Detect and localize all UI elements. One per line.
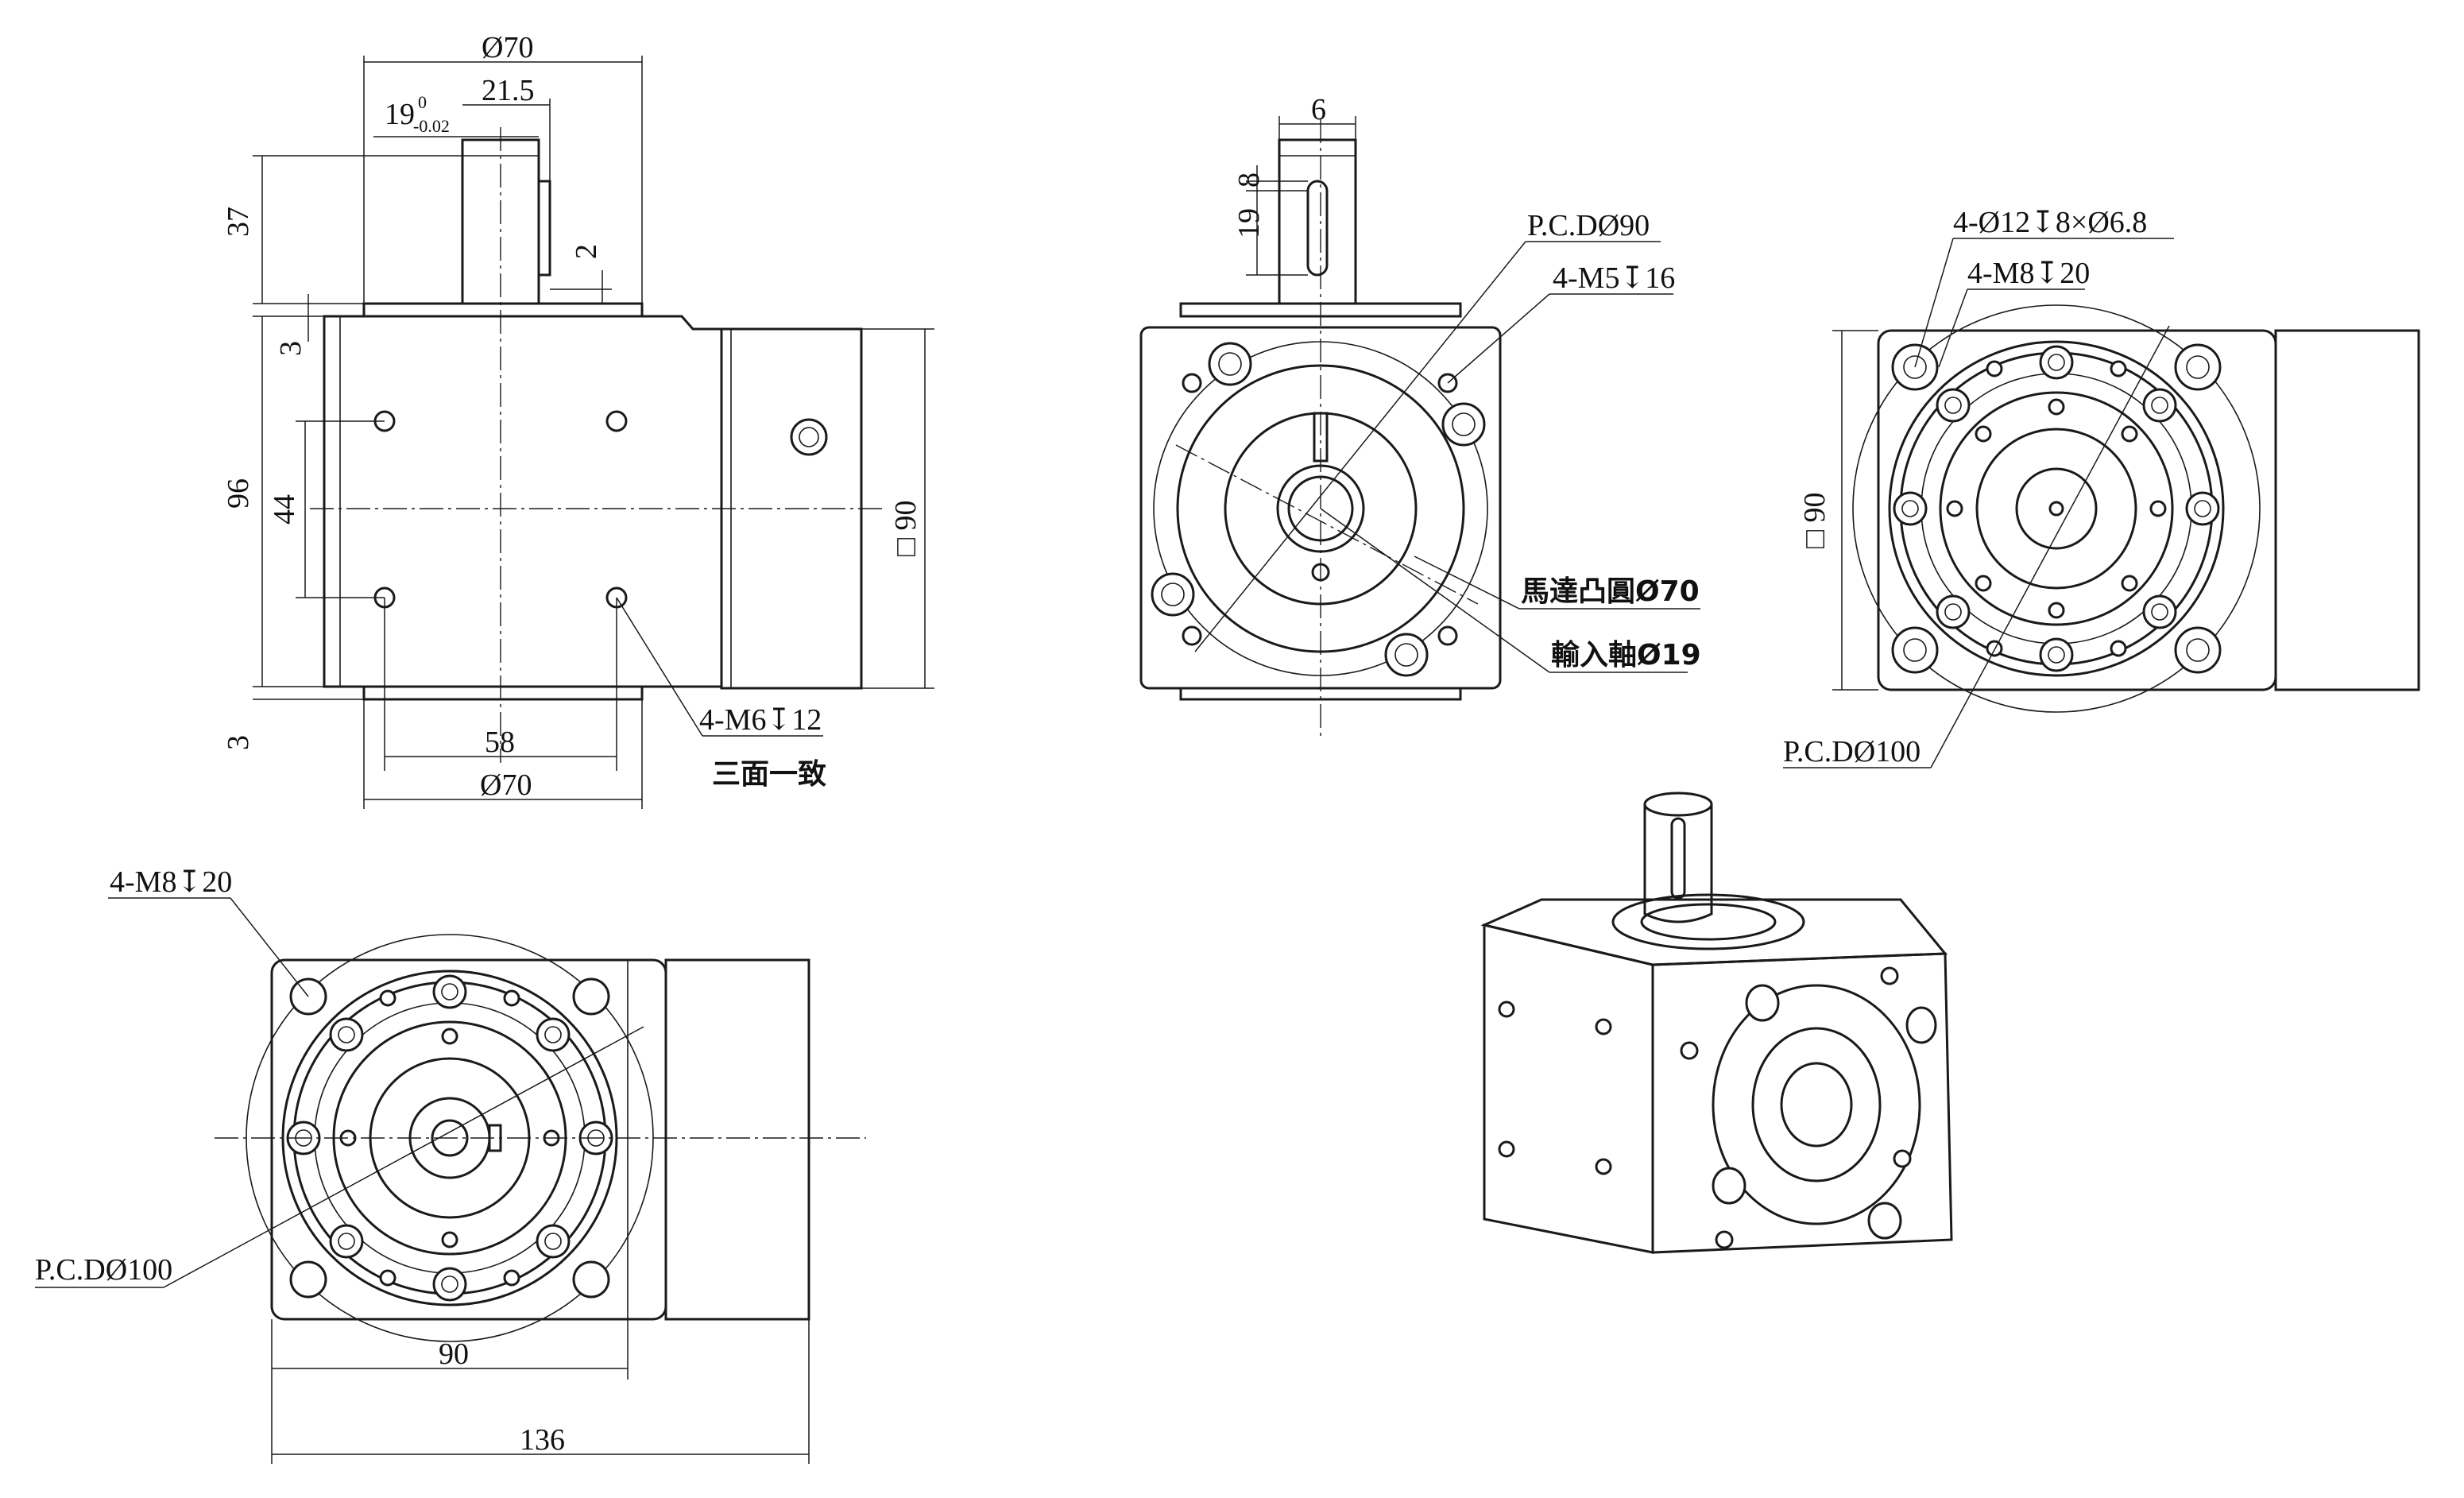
note-pcd100-bottom: P.C.DØ100 <box>35 1253 172 1287</box>
front-plug <box>1151 572 1195 617</box>
iso-top-face <box>1480 898 1948 966</box>
front-plug <box>1441 402 1486 447</box>
dim-19: 19 <box>385 98 415 131</box>
bottom-corner-hole <box>289 1260 327 1299</box>
front-m5-hole <box>1182 625 1202 646</box>
note-m6-holes: 4-M6↧12 <box>699 703 822 737</box>
right-view: 4-Ø12↧8×Ø6.8 4-M8↧20 □ 90 P.C.DØ100 <box>1783 206 2420 768</box>
side-bottom-flange <box>362 685 644 701</box>
right-motor-adapter <box>2274 329 2420 691</box>
front-plug <box>1384 633 1429 677</box>
note-m8-right: 4-M8↧20 <box>1967 257 2090 290</box>
side-top-flange <box>362 302 644 318</box>
front-m5-hole <box>1437 625 1458 646</box>
dim-dia70-top: Ø70 <box>482 31 533 64</box>
right-outer-arc <box>1852 304 2261 713</box>
side-view: Ø70 21.5 19 0 -0.02 37 2 3 96 44 3 58 Ø7… <box>222 31 934 809</box>
front-m5-hole <box>1182 373 1202 393</box>
side-main-body <box>323 315 723 688</box>
dim-37: 37 <box>222 207 255 237</box>
dim-136: 136 <box>520 1423 565 1457</box>
dim-2: 2 <box>570 244 603 259</box>
note-three-faces: 三面一致 <box>712 758 826 791</box>
note-pcd90: P.C.DØ90 <box>1527 209 1650 242</box>
dim-90-bottom: 90 <box>439 1337 469 1371</box>
isometric-view <box>1480 792 1953 1254</box>
dim-dia70-bottom: Ø70 <box>480 768 532 802</box>
right-center-bore <box>2015 467 2098 550</box>
dim-96: 96 <box>222 478 255 509</box>
bottom-corner-hole <box>572 1260 610 1299</box>
note-m8-bottom: 4-M8↧20 <box>110 865 232 899</box>
dim-19-tol-upper: 0 <box>418 92 427 112</box>
bottom-corner-hole <box>572 977 610 1016</box>
dim-square-90-right: □ 90 <box>1798 493 1832 548</box>
bottom-motor-adapter <box>664 958 810 1321</box>
dim-21-5: 21.5 <box>482 74 535 107</box>
front-shaft <box>1278 138 1357 305</box>
note-counterbore: 4-Ø12↧8×Ø6.8 <box>1953 206 2147 239</box>
dim-19-front: 19 <box>1232 208 1266 238</box>
iso-shaft <box>1643 804 1713 923</box>
dim-3-bottom: 3 <box>222 735 255 750</box>
front-view: 6 8 19 P.C.DØ90 4-M5↧16 馬達凸圓Ø70 輸入軸Ø19 <box>1139 93 1701 739</box>
right-corner-hole <box>2174 343 2222 391</box>
front-keyway <box>1306 180 1329 277</box>
side-hole <box>605 410 628 432</box>
iso-front-face <box>1651 952 1953 1254</box>
dim-square-90-side: □ 90 <box>889 501 923 556</box>
side-key <box>537 180 551 277</box>
right-corner-hole <box>2174 626 2222 674</box>
iso-bore <box>1780 1062 1853 1148</box>
dim-8: 8 <box>1232 172 1266 188</box>
bottom-view: 4-M8↧20 P.C.DØ100 90 136 <box>35 865 866 1464</box>
dim-6: 6 <box>1311 93 1326 126</box>
dim-19-tol-lower: -0.02 <box>413 116 450 136</box>
dim-44: 44 <box>268 494 301 524</box>
note-pcd100-right: P.C.DØ100 <box>1783 735 1921 768</box>
note-motor-boss: 馬達凸圓Ø70 <box>1521 575 1700 608</box>
dim-58: 58 <box>485 726 515 759</box>
note-input-shaft: 輸入軸Ø19 <box>1551 639 1701 672</box>
side-plug-outer <box>790 418 828 456</box>
front-plug <box>1208 342 1252 386</box>
iso-left-face <box>1483 923 1654 1254</box>
dim-3-top: 3 <box>274 341 308 356</box>
note-m5-holes: 4-M5↧16 <box>1553 261 1675 295</box>
right-corner-hole <box>1891 626 1939 674</box>
